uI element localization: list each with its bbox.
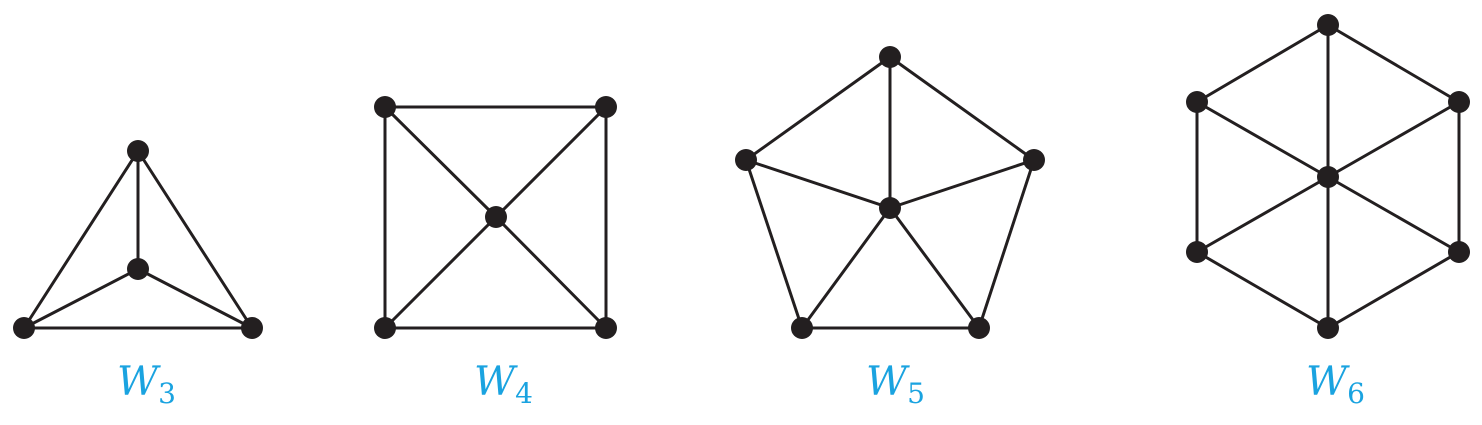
- w6-rim-vertex: [1186, 241, 1208, 263]
- w6-rim-vertex: [1317, 317, 1339, 339]
- w4-rim-vertex: [595, 96, 617, 118]
- w5-spoke-edge: [744, 158, 892, 210]
- w6-rim-vertex: [1448, 91, 1470, 113]
- w6-rim-vertex: [1186, 91, 1208, 113]
- w3-rim-vertex: [127, 140, 149, 162]
- w6-rim-edge: [1195, 250, 1330, 330]
- w3-rim-edge: [22, 149, 140, 330]
- w4-spoke-edge: [383, 215, 498, 330]
- wheel-graph-w4: [374, 96, 617, 339]
- w4-spoke-edge: [383, 105, 498, 219]
- w5-hub-vertex: [879, 197, 901, 219]
- w4-rim-vertex: [595, 317, 617, 339]
- graph-label-subscript: 6: [1347, 377, 1365, 410]
- w5-rim-edge: [888, 55, 1036, 162]
- w3-rim-vertex: [13, 317, 35, 339]
- w5-rim-vertex: [968, 317, 990, 339]
- w3-spoke-edge: [22, 267, 140, 330]
- w5-spoke-edge: [888, 158, 1036, 210]
- graph-label-subscript: 4: [515, 377, 533, 410]
- graph-label-w4: W4: [474, 359, 533, 410]
- wheel-graph-w5: [735, 46, 1045, 339]
- graph-label-letter: W: [1306, 359, 1350, 405]
- wheel-graph-w3: [13, 140, 263, 339]
- w4-spoke-edge: [494, 105, 608, 219]
- w4-hub-vertex: [485, 206, 507, 228]
- graph-label-w6: W6: [1306, 359, 1365, 410]
- w6-spoke-edge: [1326, 175, 1461, 254]
- w5-rim-vertex: [735, 149, 757, 171]
- w3-rim-edge: [136, 149, 254, 330]
- w6-rim-edge: [1326, 23, 1461, 104]
- w6-rim-edge: [1326, 250, 1461, 330]
- w4-rim-vertex: [374, 317, 396, 339]
- w6-rim-vertex: [1317, 14, 1339, 36]
- w5-rim-vertex: [1023, 149, 1045, 171]
- w5-rim-edge: [977, 158, 1036, 330]
- wheel-graph-w6: [1186, 14, 1470, 339]
- w5-spoke-edge: [888, 206, 981, 330]
- w6-rim-vertex: [1448, 241, 1470, 263]
- w6-spoke-edge: [1195, 100, 1330, 179]
- w5-rim-vertex: [879, 46, 901, 68]
- graph-label-w3: W3: [117, 359, 176, 410]
- w6-spoke-edge: [1326, 100, 1461, 179]
- w4-rim-vertex: [374, 96, 396, 118]
- w6-spoke-edge: [1195, 175, 1330, 254]
- w3-rim-vertex: [241, 317, 263, 339]
- w6-rim-edge: [1195, 23, 1330, 104]
- graph-label-letter: W: [866, 359, 910, 405]
- w6-hub-vertex: [1317, 166, 1339, 188]
- graph-label-letter: W: [117, 359, 161, 405]
- w3-spoke-edge: [136, 267, 254, 330]
- w5-rim-vertex: [791, 317, 813, 339]
- w5-rim-edge: [744, 158, 804, 330]
- w4-spoke-edge: [494, 215, 608, 330]
- w5-rim-edge: [744, 55, 892, 162]
- graph-label-w5: W5: [866, 359, 925, 410]
- w3-hub-vertex: [127, 258, 149, 280]
- w5-spoke-edge: [800, 206, 892, 330]
- graph-label-subscript: 3: [158, 377, 176, 410]
- graph-label-letter: W: [474, 359, 518, 405]
- graph-label-subscript: 5: [907, 377, 925, 410]
